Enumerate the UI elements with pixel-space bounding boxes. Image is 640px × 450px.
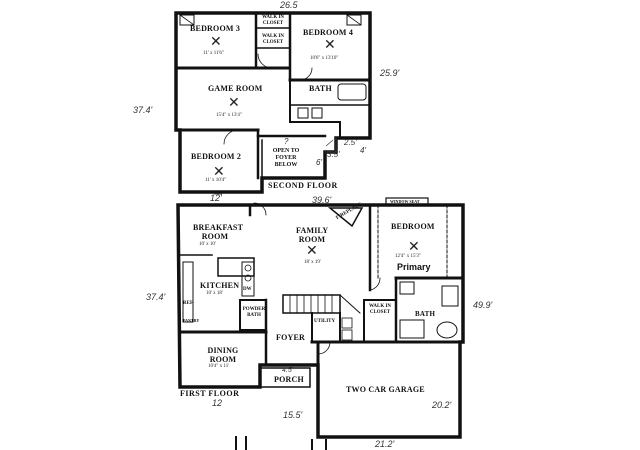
- room-bath-primary: BATH: [415, 310, 436, 318]
- room-pantry: PANTRY: [183, 318, 200, 323]
- room-primary-label: Primary: [397, 262, 431, 272]
- room-dims-primary-bedroom: 12'4" x 15'3": [395, 254, 421, 259]
- room-dims-family: 18' x 19': [304, 260, 321, 265]
- room-window-seat: WINDOW SEAT: [390, 199, 420, 204]
- appliance-dw: DW: [243, 287, 252, 292]
- second-floor-label: SECOND FLOOR: [268, 181, 338, 190]
- ceiling-fan-icon: ✕: [408, 239, 420, 255]
- room-dims-breakfast: 10' x 10': [199, 242, 216, 247]
- appliance-ref: REF: [183, 301, 193, 306]
- handwritten-dim-bottom-left: 12: [212, 398, 223, 408]
- handwritten-dim-porch: 4.5': [282, 367, 294, 374]
- handwritten-dim-top: 39.6': [312, 195, 332, 205]
- room-porch: PORCH: [274, 375, 304, 384]
- first-floor-label: FIRST FLOOR: [180, 389, 240, 398]
- room-primary-bedroom: BEDROOM: [391, 222, 435, 231]
- room-utility: UTILITY: [314, 319, 336, 324]
- ceiling-fan-icon: ✕: [324, 37, 336, 53]
- room-dining: DINING ROOM: [207, 346, 239, 364]
- handwritten-dimension-lines: [214, 138, 337, 195]
- room-family: FAMILY ROOM: [296, 226, 329, 244]
- handwritten-dim-step: 3.5': [327, 150, 340, 159]
- room-dims-game-room: 15'4" x 13'4": [216, 113, 242, 118]
- room-dims-kitchen: 10' x 18': [206, 291, 223, 296]
- handwritten-dim-right: 25.9': [380, 68, 400, 78]
- handwritten-dim-bottom: 12': [210, 193, 222, 203]
- handwritten-dim-right: 49.9': [473, 300, 493, 310]
- room-walk-in-closet: WALK IN CLOSET: [368, 304, 392, 315]
- ceiling-fan-icon: ✕: [306, 243, 318, 259]
- room-bedroom-3: BEDROOM 3: [190, 24, 241, 33]
- ceiling-fan-icon: ✕: [228, 95, 240, 111]
- ceiling-fan-icon: ✕: [213, 164, 225, 180]
- handwritten-question-mark: ?: [284, 137, 289, 146]
- handwritten-dim-bottom-mid: 15.5': [283, 410, 303, 420]
- handwritten-dim-left: 37.4': [133, 105, 153, 115]
- handwritten-dim-step: 4': [360, 146, 366, 155]
- room-dims-dining: 10'4" x 11': [208, 364, 230, 369]
- first-floor-walls: [176, 197, 465, 450]
- handwritten-dim-top: 26.5: [280, 0, 298, 10]
- handwritten-dim-garage-right: 20.2': [432, 400, 452, 410]
- handwritten-dim-step: 2.5': [344, 138, 357, 147]
- room-powder-bath: POWDER BATH: [242, 307, 266, 318]
- second-floor-walls: [174, 11, 372, 194]
- room-bedroom-4: BEDROOM 4: [303, 28, 354, 37]
- handwritten-dim-garage-bottom: 21.2': [375, 439, 395, 449]
- room-bedroom-2: BEDROOM 2: [191, 152, 242, 161]
- room-bath-upstairs: BATH: [309, 84, 332, 93]
- handwritten-dim-step: 6': [316, 158, 322, 167]
- room-kitchen: KITCHEN: [200, 281, 240, 290]
- room-dims-bedroom-3: 11' x 11'6": [203, 51, 224, 56]
- room-game-room: GAME ROOM: [208, 84, 263, 93]
- room-dims-bedroom-4: 10'6" x 13'10": [310, 56, 339, 61]
- room-walk-in-closet: WALK IN CLOSET: [261, 15, 285, 26]
- room-open-to-foyer: OPEN TO FOYER BELOW: [272, 148, 300, 168]
- room-breakfast: BREAKFAST ROOM: [193, 223, 244, 241]
- ceiling-fan-icon: ✕: [210, 34, 222, 50]
- room-dims-bedroom-2: 11' x 10'4": [205, 178, 227, 183]
- room-foyer: FOYER: [276, 333, 305, 342]
- room-garage: TWO CAR GARAGE: [346, 385, 425, 394]
- room-walk-in-closet: WALK IN CLOSET: [261, 34, 285, 45]
- handwritten-dim-left: 37.4': [146, 292, 166, 302]
